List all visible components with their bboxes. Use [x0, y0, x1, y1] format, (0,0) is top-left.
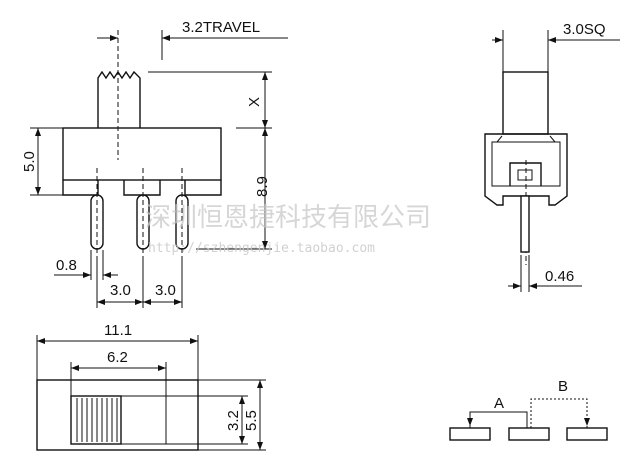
position-b-label: B	[558, 378, 568, 395]
watermark-url: http://szhengenjie.taobao.com	[148, 241, 375, 256]
terminal-2	[508, 427, 550, 441]
body-base	[62, 180, 222, 196]
pin-thickness-label: 0.46	[545, 268, 574, 285]
pin-pitch-right-label: 3.0	[155, 282, 176, 299]
position-a-label: A	[494, 395, 504, 412]
body-height-label: 5.0	[21, 151, 38, 172]
knob-ridges	[76, 398, 118, 442]
end-pin	[520, 195, 530, 253]
travel-dimension-label: 3.2TRAVEL	[182, 19, 260, 36]
slider-window	[70, 395, 167, 445]
watermark-company: 深圳恒恩捷科技有限公司	[145, 203, 431, 233]
end-housing	[484, 133, 568, 206]
actuator-height-label: X	[246, 97, 263, 107]
actuator-lever	[97, 70, 141, 128]
watermark: 深圳恒恩捷科技有限公司 http://szhengenjie.taobao.co…	[145, 203, 431, 256]
position-a-link	[469, 411, 528, 428]
terminal-1	[449, 427, 491, 441]
length-label: 11.1	[104, 322, 132, 339]
terminal-3	[566, 427, 608, 441]
position-b-link	[530, 398, 588, 428]
pin-pitch-left-label: 3.0	[110, 282, 131, 299]
slider-block	[509, 162, 542, 186]
actuator-square-label: 3.0SQ	[563, 21, 606, 38]
width-outer-label: 5.5	[243, 410, 260, 431]
side-view: 3.2TRAVEL X 8.9 5.0 0.8	[21, 19, 288, 308]
window-label: 6.2	[107, 349, 128, 366]
top-body	[36, 379, 199, 451]
switch-body	[62, 127, 222, 181]
top-view: 11.1 6.2 3.2 5.5	[36, 322, 266, 451]
slider-knob	[70, 395, 122, 445]
pin-width-label: 0.8	[56, 257, 77, 274]
end-view: 3.0SQ 0.46	[484, 21, 620, 292]
switch-schematic: A B	[449, 378, 608, 441]
total-height-label: 8.9	[254, 176, 271, 197]
actuator-end	[502, 71, 549, 135]
width-inner-label: 3.2	[225, 410, 242, 431]
